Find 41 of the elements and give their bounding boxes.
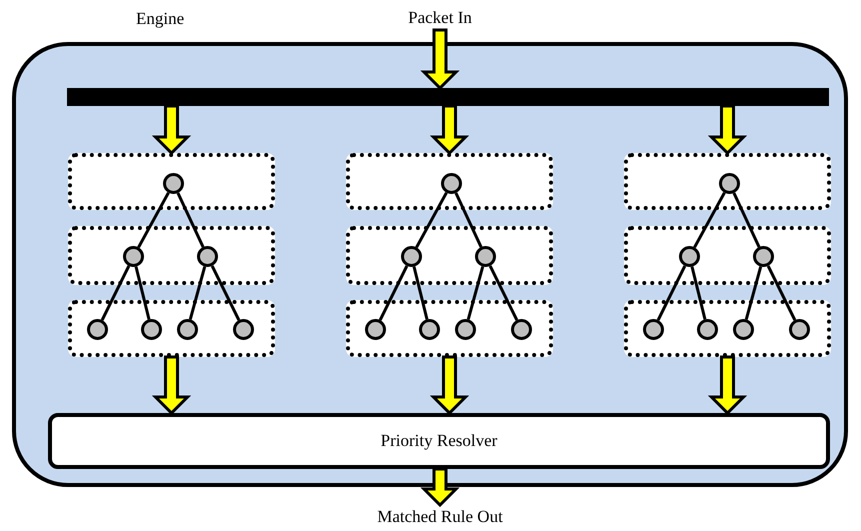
- block-arrow: [708, 356, 748, 416]
- io-label: Matched Rule Out: [330, 505, 550, 529]
- io-label: Packet In: [380, 6, 500, 30]
- tree-link: [134, 266, 150, 320]
- stage-box: [68, 300, 275, 357]
- block-arrow: [430, 104, 470, 156]
- tree-link: [488, 265, 518, 321]
- resolver-label: Priority Resolver: [380, 430, 498, 452]
- tree-link: [210, 265, 240, 321]
- block-arrow: [152, 104, 192, 156]
- tree-link: [137, 192, 170, 248]
- tree-link: [732, 192, 760, 248]
- tree-link: [744, 266, 762, 320]
- tree-link: [188, 266, 206, 320]
- tree-link: [766, 265, 796, 321]
- tree-link: [693, 192, 726, 248]
- stage-box: [346, 226, 553, 285]
- stage-box: [68, 153, 275, 210]
- stage-box: [624, 300, 831, 357]
- tree-link: [412, 266, 428, 320]
- tree-link: [100, 265, 130, 321]
- bus-bar: [67, 88, 829, 106]
- stage-box: [346, 300, 553, 357]
- tree-link: [466, 266, 484, 320]
- stage-box: [68, 226, 275, 285]
- block-arrow: [708, 104, 748, 156]
- stage-box: [624, 153, 831, 210]
- block-arrow: [152, 356, 192, 416]
- resolver-box: [48, 413, 830, 469]
- stage-box: [624, 226, 831, 285]
- block-arrow: [430, 356, 470, 416]
- block-arrow: [420, 468, 460, 508]
- tree-link: [176, 192, 204, 248]
- tree-link: [378, 265, 408, 321]
- tree-link: [690, 266, 706, 320]
- panel-title: Engine: [136, 8, 184, 30]
- tree-link: [656, 265, 686, 321]
- block-arrow: [420, 28, 460, 90]
- tree-link: [415, 192, 448, 248]
- stage-box: [346, 153, 553, 210]
- tree-link: [454, 192, 482, 248]
